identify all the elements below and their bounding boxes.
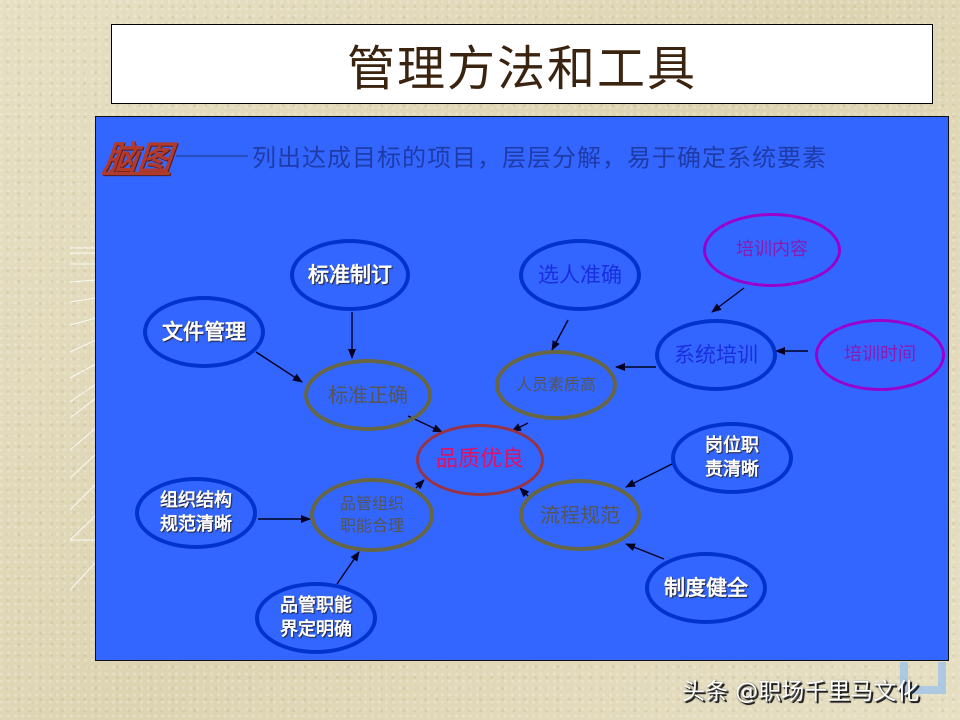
node-biaozhun-zhiding: 标准制订: [290, 239, 410, 311]
node-pinguan-zuzhi: 品管组织 职能合理: [310, 478, 434, 552]
node-zhidu-jianquan: 制度健全: [645, 552, 767, 624]
node-renyuan-suzhi: 人员素质高: [495, 350, 617, 420]
subtitle-description: 列出达成目标的项目，层层分解，易于确定系统要素: [252, 144, 827, 172]
node-pinguan-zhineng: 品管职能 界定明确: [255, 582, 377, 654]
node-zuzhi-jiegou: 组织结构 规范清晰: [135, 477, 257, 549]
node-biaozhun-zhengque: 标准正确: [304, 359, 432, 431]
slide-title-box: 管理方法和工具: [111, 24, 933, 104]
subtitle: 脑图 列出达成目标的项目，层层分解，易于确定系统要素: [101, 131, 827, 180]
corner-decoration: [900, 662, 946, 694]
node-gangwei-zhize: 岗位职 责清晰: [671, 422, 793, 494]
node-peixun-shijian: 培训时间: [815, 319, 945, 391]
watermark: 头条 @职场千里马文化: [682, 679, 920, 705]
node-pinzhi-youliang: 品质优良: [416, 424, 544, 496]
subtitle-dash: [176, 154, 248, 157]
node-xuanren-zhunque: 选人准确: [519, 239, 641, 311]
node-xitong-peixun: 系统培训: [655, 319, 777, 391]
node-liucheng-guifan: 流程规范: [519, 479, 641, 551]
node-peixun-neirong: 培训内容: [703, 213, 841, 287]
subtitle-label: 脑图: [101, 139, 174, 179]
decorative-ticks: [70, 247, 96, 591]
slide-title: 管理方法和工具: [346, 41, 697, 97]
node-wenjian-guanli: 文件管理: [143, 296, 265, 368]
